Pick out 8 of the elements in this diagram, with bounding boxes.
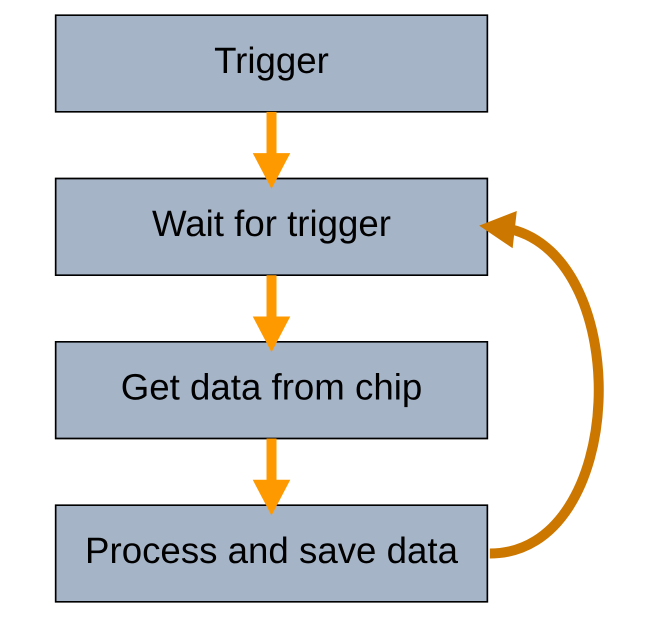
arrow xyxy=(252,275,290,352)
arrow xyxy=(252,112,290,189)
node-box: Get data from chip xyxy=(54,341,488,440)
node-box: Process and save data xyxy=(54,504,488,603)
arrow xyxy=(479,210,604,558)
node-box: Trigger xyxy=(54,14,488,113)
node-box: Wait for trigger xyxy=(54,178,488,276)
arrow xyxy=(252,438,290,516)
